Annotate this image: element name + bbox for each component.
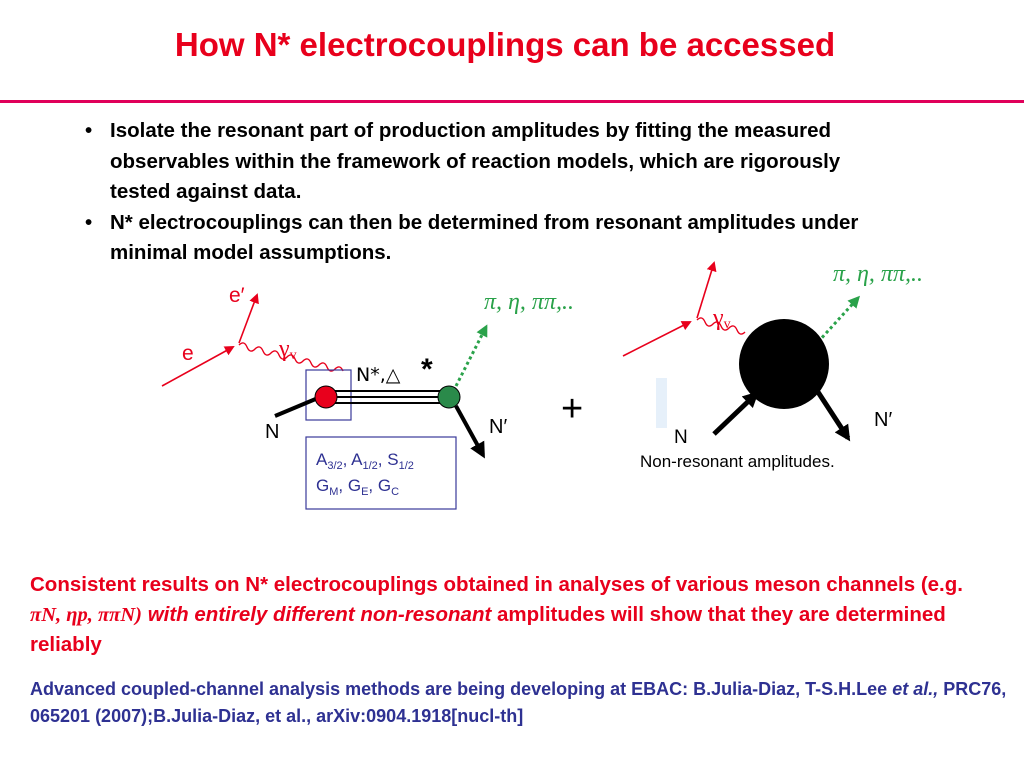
nucleon-label: N — [674, 427, 688, 448]
helicity-amplitudes-label: A3/2, A1/2, S1/2 — [316, 450, 414, 472]
slide-title: How N* electrocouplings can be accessed — [174, 26, 836, 63]
scattered-electron-line — [238, 293, 259, 344]
reference-paragraph: Advanced coupled-channel analysis method… — [30, 679, 1007, 726]
outgoing-nucleon-label: N′ — [489, 416, 507, 438]
incoming-electron-line — [161, 346, 235, 387]
bullet-list: • Isolate the resonant part of production… — [82, 116, 902, 269]
incoming-nucleon-line — [712, 391, 759, 436]
vertex-highlight-box — [305, 369, 352, 421]
incoming-nucleon-line — [274, 396, 319, 418]
non-resonant-diagram: γv π, η, ππ,.. N N′ Non-resonant amplitu… — [622, 261, 923, 471]
electrocoupling-box — [305, 436, 457, 510]
non-resonant-blob — [739, 319, 829, 409]
bullet-item: • Isolate the resonant part of production… — [82, 116, 902, 208]
outgoing-nucleon-line — [815, 390, 851, 442]
conclusion-paragraph: Consistent results on N* electrocoupling… — [30, 573, 963, 656]
electron-label: e — [182, 342, 194, 365]
nucleon-label: N — [265, 421, 279, 443]
non-resonant-caption: Non-resonant amplitudes. — [640, 452, 835, 471]
scattered-electron-label: e′ — [229, 284, 245, 307]
bullet-marker: • — [85, 210, 93, 234]
photon-label: γv — [278, 336, 297, 363]
resonance-star-label: * — [421, 353, 433, 386]
meson-channels: πN, ηp, ππN) — [30, 604, 143, 626]
resonance-label: N*,△ — [356, 364, 401, 386]
photon-label: γv — [712, 305, 731, 332]
final-state-meson-line — [454, 324, 488, 387]
bullet-text: N* electrocouplings can then be determin… — [110, 210, 859, 265]
form-factors-label: GM, GE, GC — [316, 476, 399, 498]
final-state-meson-line — [816, 295, 861, 344]
decay-vertex — [437, 385, 461, 409]
resonant-diagram: e′ e γv N*,△ * N N′ π, η, ππ,.. A3/2, A1… — [161, 284, 574, 510]
scattered-electron-line — [696, 261, 717, 319]
bullet-item: • N* electrocouplings can then be determi… — [82, 208, 902, 269]
plus-sign: + — [561, 388, 583, 430]
title-divider — [0, 100, 1024, 103]
outgoing-nucleon-label: N′ — [874, 409, 892, 431]
final-state-label: π, η, ππ,.. — [833, 261, 923, 287]
virtual-photon-line — [238, 342, 344, 372]
photon-vertex — [314, 385, 338, 409]
outgoing-nucleon-line — [454, 405, 485, 459]
final-state-label: π, η, ππ,.. — [484, 289, 574, 315]
incoming-electron-line — [622, 321, 692, 357]
bullet-text: Isolate the resonant part of production … — [110, 119, 841, 203]
bullet-marker: • — [85, 119, 93, 142]
virtual-photon-line — [696, 317, 746, 335]
